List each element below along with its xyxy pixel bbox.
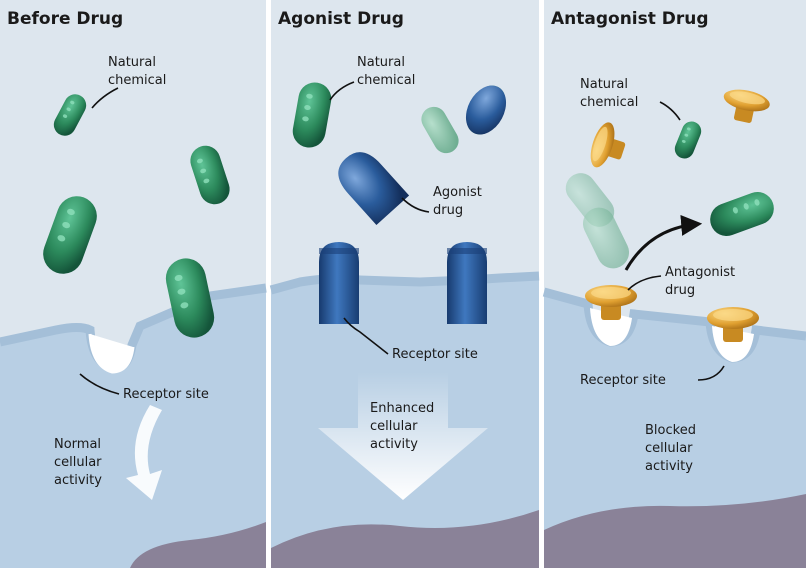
natural-chemical-leader [329, 81, 355, 101]
label-line: chemical [357, 73, 415, 88]
agonist-drug-leader [401, 197, 430, 213]
label-line: activity [370, 437, 418, 452]
antagonist-drug-leader [627, 275, 662, 291]
activity-label: Blocked cellular activity [645, 423, 700, 474]
receptor-site-leader [697, 365, 725, 381]
agonist-drug-label: Agonist drug [433, 185, 486, 218]
nucleus [271, 510, 539, 568]
label-line: Natural [108, 55, 156, 70]
nucleus [544, 494, 806, 568]
label-line: cellular [370, 419, 418, 434]
activity-label: Enhanced cellular activity [370, 401, 438, 452]
label-line: Natural [580, 77, 628, 92]
natural-chemical-label: Natural chemical [580, 77, 638, 110]
enhanced-activity-arrow [318, 372, 488, 500]
label-line: Agonist [433, 185, 482, 200]
panel-title: Antagonist Drug [551, 9, 709, 29]
receptor-site-label: Receptor site [392, 347, 478, 362]
receptor-site-label: Receptor site [123, 387, 209, 402]
nucleus [130, 522, 266, 568]
label-line: cellular [54, 455, 102, 470]
receptor-site [712, 326, 754, 362]
label-line: Natural [357, 55, 405, 70]
label-line: drug [433, 203, 463, 218]
natural-chemical-leader [659, 101, 681, 121]
label-line: chemical [580, 95, 638, 110]
receptor-site [590, 308, 632, 346]
label-line: activity [645, 459, 693, 474]
activity-label: Normal cellular activity [54, 437, 106, 488]
panel-before-drug: Before Drug Natural chemical Receptor si… [0, 0, 267, 568]
agonist-molecule-floating [465, 85, 507, 135]
receptor-site-leader [343, 317, 389, 355]
label-line: Blocked [645, 423, 696, 438]
panel-title: Agonist Drug [278, 9, 404, 29]
agonist-bound-receptor [447, 242, 487, 324]
deflection-arrow [624, 214, 703, 271]
panel-antagonist-drug: Antagonist Drug Natural chemical Antagon… [542, 0, 806, 568]
panel-title: Before Drug [7, 9, 123, 29]
label-line: Enhanced [370, 401, 434, 416]
cell-body [0, 288, 266, 568]
label-line: activity [54, 473, 102, 488]
normal-activity-arrow [126, 405, 162, 500]
antagonist-drug-label: Antagonist drug [665, 265, 739, 298]
agonist-bound-receptor [319, 242, 359, 324]
label-line: chemical [108, 73, 166, 88]
receptor-site-leader [79, 373, 120, 395]
label-line: cellular [645, 441, 693, 456]
natural-chemical-label: Natural chemical [357, 55, 415, 88]
label-line: drug [665, 283, 695, 298]
label-line: Normal [54, 437, 101, 452]
natural-chemical-leader [91, 87, 119, 109]
receptor-site [88, 333, 135, 374]
panel-agonist-drug: Agonist Drug Natural chemical Agonist dr… [269, 0, 540, 568]
label-line: Antagonist [665, 265, 735, 280]
receptor-site-label: Receptor site [580, 373, 666, 388]
natural-chemical-label: Natural chemical [108, 55, 166, 88]
